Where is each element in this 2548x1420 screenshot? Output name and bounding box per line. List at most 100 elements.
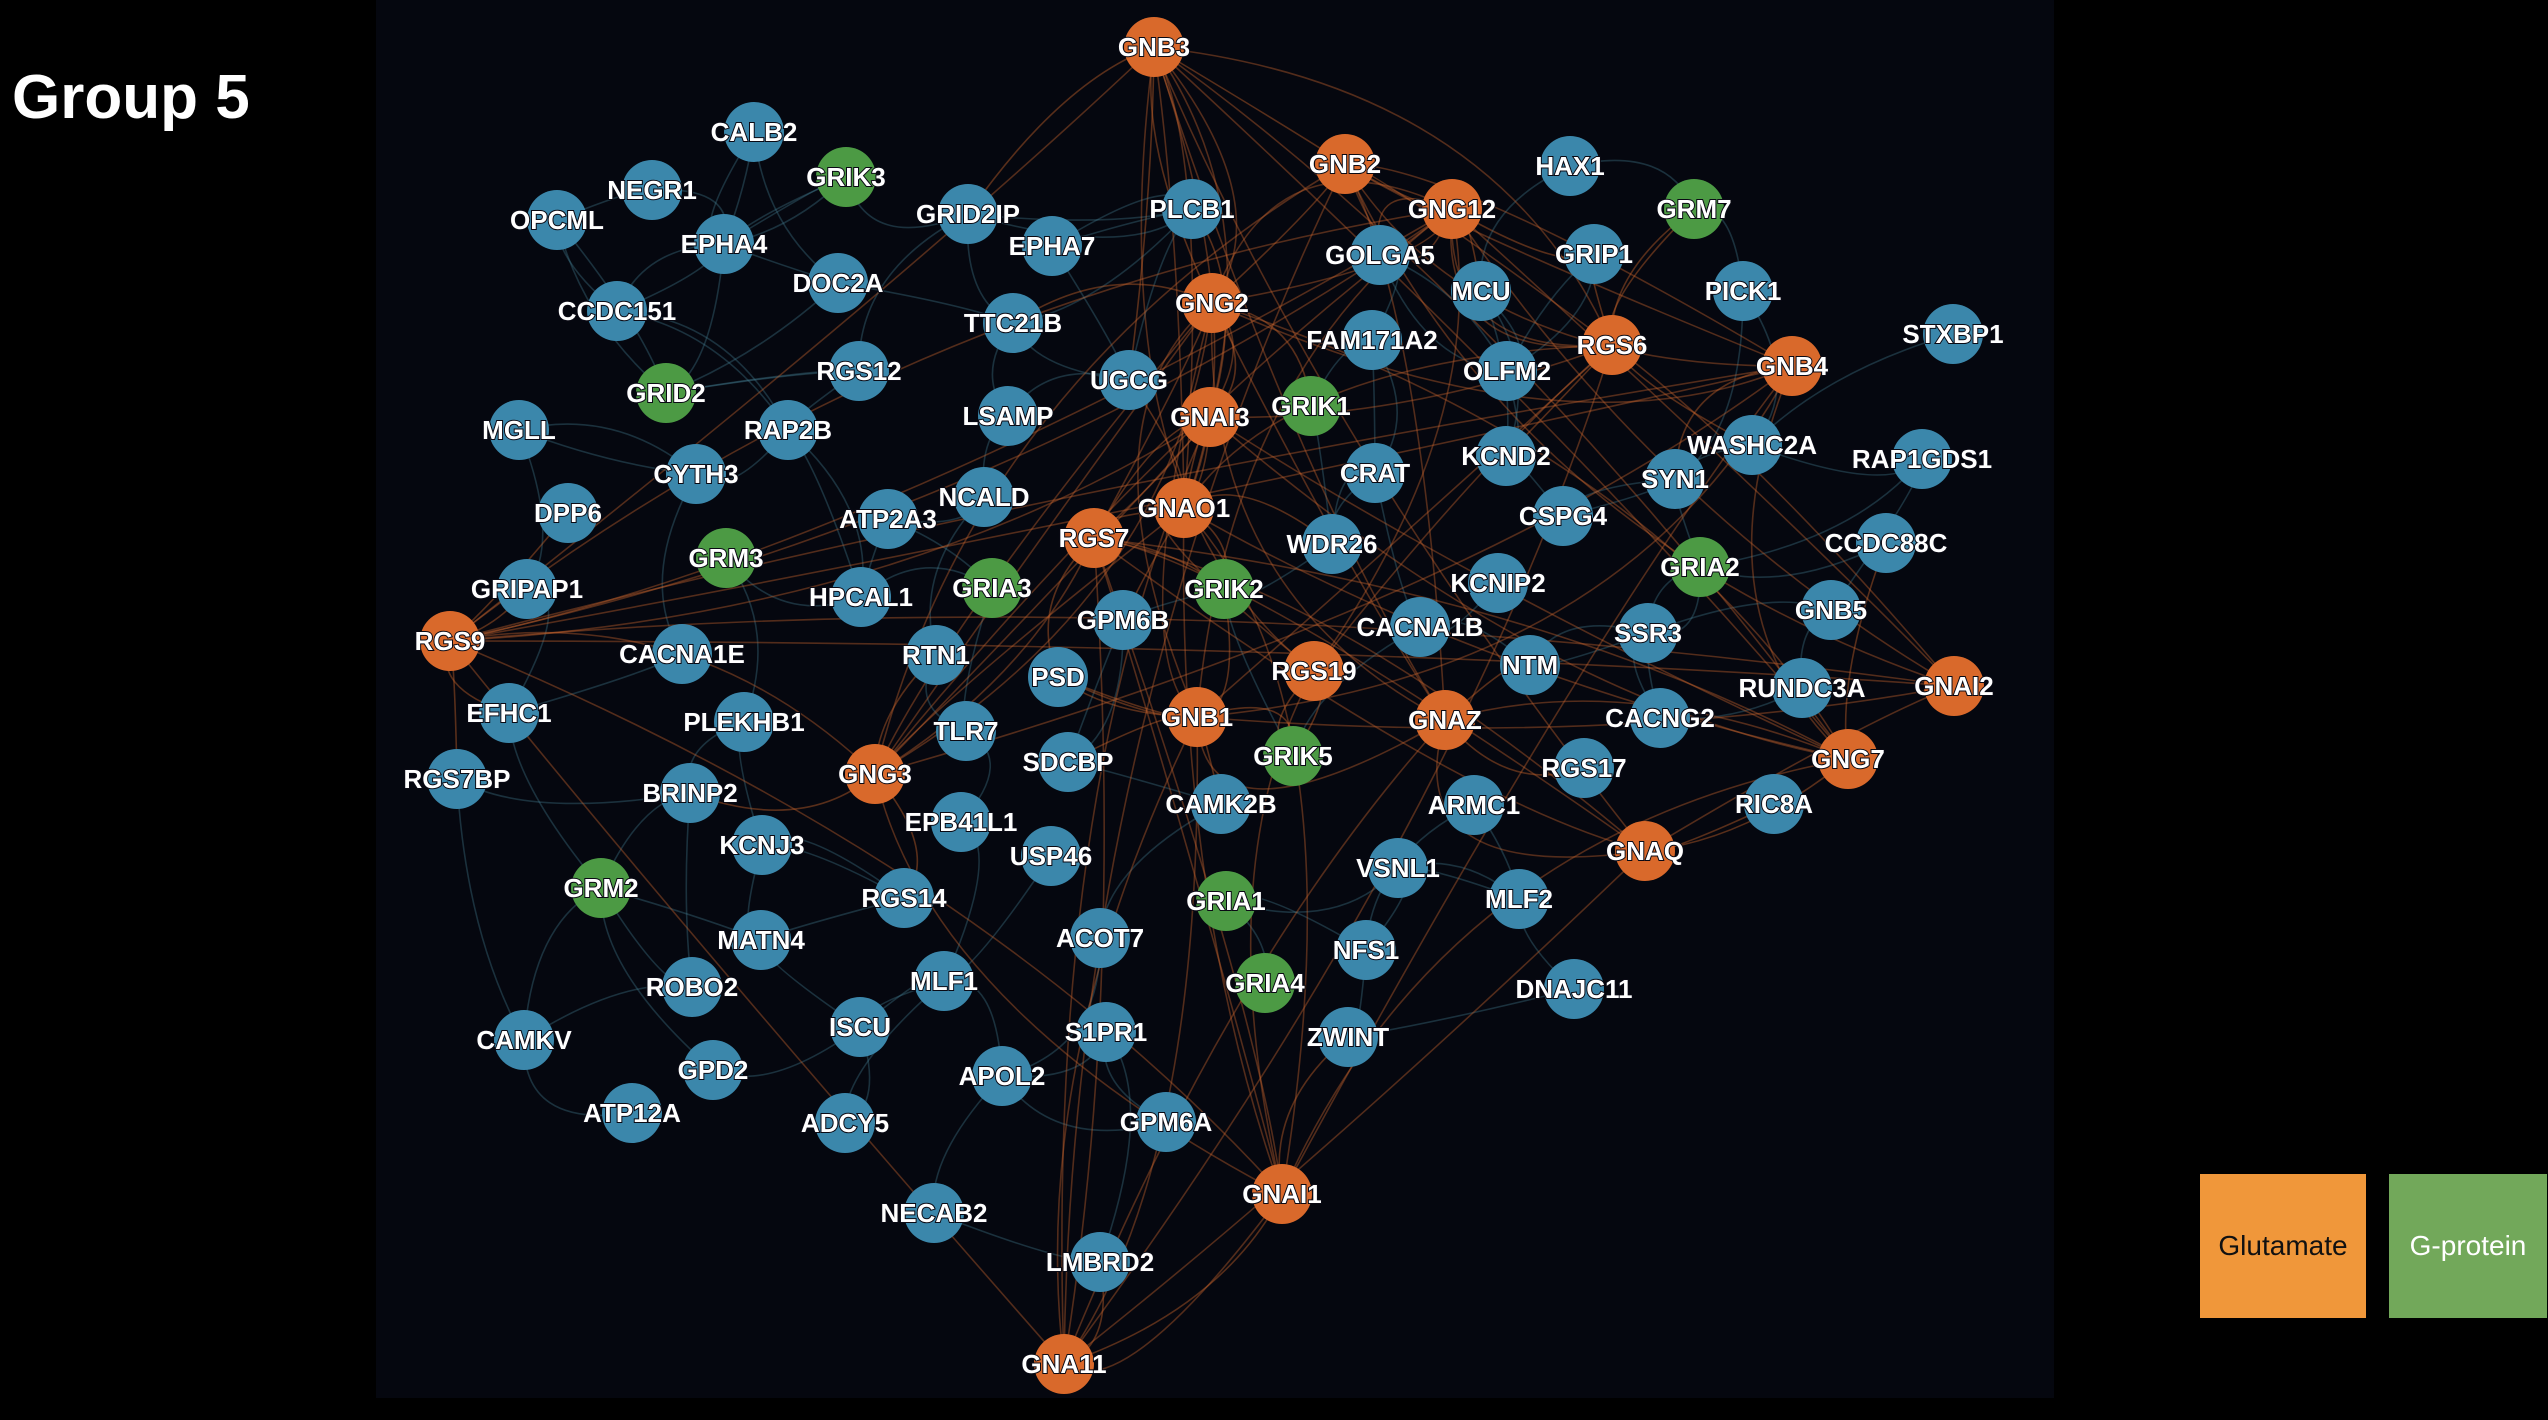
node-circle[interactable] [1070, 908, 1130, 968]
node-brinp2[interactable]: BRINP2 [641, 763, 739, 823]
node-mgll[interactable]: MGLL [481, 400, 557, 460]
node-cyth3[interactable]: CYTH3 [652, 444, 740, 504]
node-grik3[interactable]: GRIK3 [805, 147, 887, 207]
node-gng12[interactable]: GNG12 [1407, 179, 1497, 239]
node-grm7[interactable]: GRM7 [1655, 179, 1733, 239]
node-rundc3a[interactable]: RUNDC3A [1737, 658, 1867, 718]
node-cacna1b[interactable]: CACNA1B [1355, 597, 1485, 657]
node-kcnd2[interactable]: KCND2 [1460, 426, 1552, 486]
node-gng2[interactable]: GNG2 [1174, 273, 1250, 333]
node-cspg4[interactable]: CSPG4 [1518, 486, 1609, 546]
node-ncald[interactable]: NCALD [938, 467, 1031, 527]
node-dnajc11[interactable]: DNAJC11 [1514, 959, 1634, 1019]
node-rgs17[interactable]: RGS17 [1540, 738, 1628, 798]
node-circle[interactable] [1350, 225, 1410, 285]
node-grm3[interactable]: GRM3 [687, 528, 765, 588]
node-lsamp[interactable]: LSAMP [962, 386, 1055, 446]
node-vsnl1[interactable]: VSNL1 [1355, 838, 1441, 898]
node-cacng2[interactable]: CACNG2 [1604, 688, 1716, 748]
node-dpp6[interactable]: DPP6 [533, 483, 603, 543]
node-circle[interactable] [983, 293, 1043, 353]
node-gria2[interactable]: GRIA2 [1659, 537, 1741, 597]
node-usp46[interactable]: USP46 [1009, 826, 1093, 886]
node-gpm6a[interactable]: GPM6A [1119, 1092, 1213, 1152]
node-circle[interactable] [1281, 376, 1341, 436]
node-circle[interactable] [1540, 136, 1600, 196]
node-circle[interactable] [652, 624, 712, 684]
node-circle[interactable] [1284, 641, 1344, 701]
node-circle[interactable] [1801, 580, 1861, 640]
node-circle[interactable] [972, 1046, 1032, 1106]
node-kcnip2[interactable]: KCNIP2 [1449, 553, 1547, 613]
node-circle[interactable] [931, 792, 991, 852]
node-circle[interactable] [1070, 1232, 1130, 1292]
node-circle[interactable] [694, 214, 754, 274]
node-rgs19[interactable]: RGS19 [1270, 641, 1358, 701]
node-circle[interactable] [1451, 261, 1511, 321]
node-circle[interactable] [1476, 426, 1536, 486]
node-nfs1[interactable]: NFS1 [1332, 920, 1400, 980]
node-gria1[interactable]: GRIA1 [1185, 871, 1267, 931]
node-psd[interactable]: PSD [1028, 647, 1088, 707]
node-circle[interactable] [1772, 658, 1832, 718]
node-circle[interactable] [845, 744, 905, 804]
node-armc1[interactable]: ARMC1 [1427, 775, 1521, 835]
node-circle[interactable] [1630, 688, 1690, 748]
node-circle[interactable] [1167, 687, 1227, 747]
node-circle[interactable] [1500, 635, 1560, 695]
node-circle[interactable] [1368, 838, 1428, 898]
node-matn4[interactable]: MATN4 [716, 910, 806, 970]
node-rap1gds1[interactable]: RAP1GDS1 [1851, 429, 1993, 489]
node-circle[interactable] [1336, 920, 1396, 980]
node-circle[interactable] [1235, 953, 1295, 1013]
node-circle[interactable] [1191, 774, 1251, 834]
node-circle[interactable] [1744, 774, 1804, 834]
node-circle[interactable] [1762, 336, 1822, 396]
node-circle[interactable] [1477, 341, 1537, 401]
node-plekhb1[interactable]: PLEKHB1 [682, 692, 806, 752]
node-circle[interactable] [660, 763, 720, 823]
node-circle[interactable] [808, 253, 868, 313]
node-circle[interactable] [1021, 826, 1081, 886]
node-circle[interactable] [1713, 261, 1773, 321]
node-circle[interactable] [1818, 729, 1878, 789]
node-circle[interactable] [829, 341, 889, 401]
node-circle[interactable] [1856, 513, 1916, 573]
node-circle[interactable] [1415, 690, 1475, 750]
node-circle[interactable] [936, 701, 996, 761]
node-circle[interactable] [1182, 273, 1242, 333]
node-hpcal1[interactable]: HPCAL1 [808, 567, 914, 627]
node-circle[interactable] [1315, 134, 1375, 194]
node-circle[interactable] [831, 567, 891, 627]
node-plcb1[interactable]: PLCB1 [1148, 179, 1236, 239]
node-tlr7[interactable]: TLR7 [933, 701, 1000, 761]
node-circle[interactable] [1722, 415, 1782, 475]
node-circle[interactable] [489, 400, 549, 460]
node-circle[interactable] [1194, 559, 1254, 619]
node-acot7[interactable]: ACOT7 [1055, 908, 1145, 968]
node-mcu[interactable]: MCU [1450, 261, 1512, 321]
node-s1pr1[interactable]: S1PR1 [1064, 1002, 1148, 1062]
node-gnaz[interactable]: GNAZ [1407, 690, 1483, 750]
node-circle[interactable] [666, 444, 726, 504]
node-rgs14[interactable]: RGS14 [860, 868, 948, 928]
node-circle[interactable] [830, 997, 890, 1057]
node-circle[interactable] [858, 489, 918, 549]
node-gpm6b[interactable]: GPM6B [1076, 590, 1170, 650]
node-efhc1[interactable]: EFHC1 [465, 683, 553, 743]
node-circle[interactable] [1618, 603, 1678, 663]
node-wdr26[interactable]: WDR26 [1285, 514, 1379, 574]
node-zwint[interactable]: ZWINT [1306, 1007, 1390, 1067]
node-ccdc151[interactable]: CCDC151 [557, 281, 677, 341]
node-pick1[interactable]: PICK1 [1704, 261, 1782, 321]
node-gnai2[interactable]: GNAI2 [1913, 656, 1995, 716]
node-stxbp1[interactable]: STXBP1 [1901, 304, 2005, 364]
node-circle[interactable] [1923, 304, 1983, 364]
node-rgs7[interactable]: RGS7 [1058, 508, 1130, 568]
node-circle[interactable] [1670, 537, 1730, 597]
node-gnb4[interactable]: GNB4 [1755, 336, 1830, 396]
node-circle[interactable] [1064, 508, 1124, 568]
node-rgs7bp[interactable]: RGS7BP [403, 749, 511, 809]
node-circle[interactable] [696, 528, 756, 588]
